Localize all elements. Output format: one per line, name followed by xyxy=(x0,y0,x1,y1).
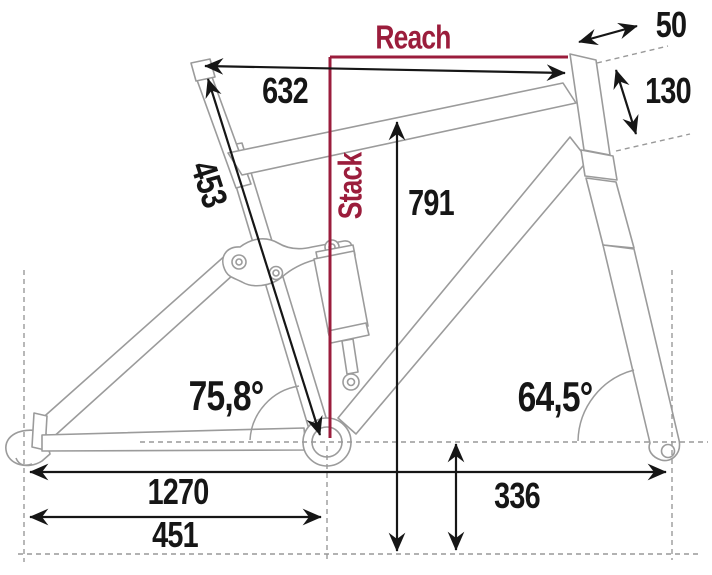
seat-tube-measure-line xyxy=(205,78,323,436)
head-top-guide xyxy=(596,45,669,64)
front-axle xyxy=(660,443,676,459)
head-top-measure-line xyxy=(578,22,638,46)
rocker-pivot-mid-hole xyxy=(272,269,280,277)
label-chainstay: 451 xyxy=(152,514,198,555)
label-reach: Reach xyxy=(375,18,451,56)
fork xyxy=(580,149,681,462)
label-stack: Stack xyxy=(331,152,369,220)
bb-bore xyxy=(311,426,343,458)
seat-post-top xyxy=(190,58,216,82)
shock-body xyxy=(313,250,369,336)
head-tube-measure-line xyxy=(613,69,639,135)
label-head-angle: 64,5° xyxy=(517,373,594,420)
top-tube-measure-line xyxy=(204,57,566,82)
label-bb-height: 336 xyxy=(494,475,540,516)
rocker-pivot-left-hole xyxy=(235,258,243,266)
fork-stanchion xyxy=(585,177,635,249)
label-wheelbase: 1270 xyxy=(147,471,210,512)
label-head-tube: 130 xyxy=(645,70,691,111)
shock-eyelet-hole xyxy=(346,377,356,387)
chainstay xyxy=(41,427,307,452)
label-top-tube: 632 xyxy=(262,70,308,111)
head-tube xyxy=(569,53,611,156)
label-seat-angle: 75,8° xyxy=(188,372,265,419)
head-bottom-guide xyxy=(615,133,691,152)
fork-lower-leg xyxy=(602,244,681,462)
head-angle-arc xyxy=(577,369,635,442)
label-standover: 791 xyxy=(408,182,454,223)
measurement-lines xyxy=(29,22,667,552)
label-head-top: 50 xyxy=(655,4,687,45)
accent-lines xyxy=(328,55,568,438)
fork-crown xyxy=(580,149,618,181)
shock-shaft xyxy=(341,338,359,375)
